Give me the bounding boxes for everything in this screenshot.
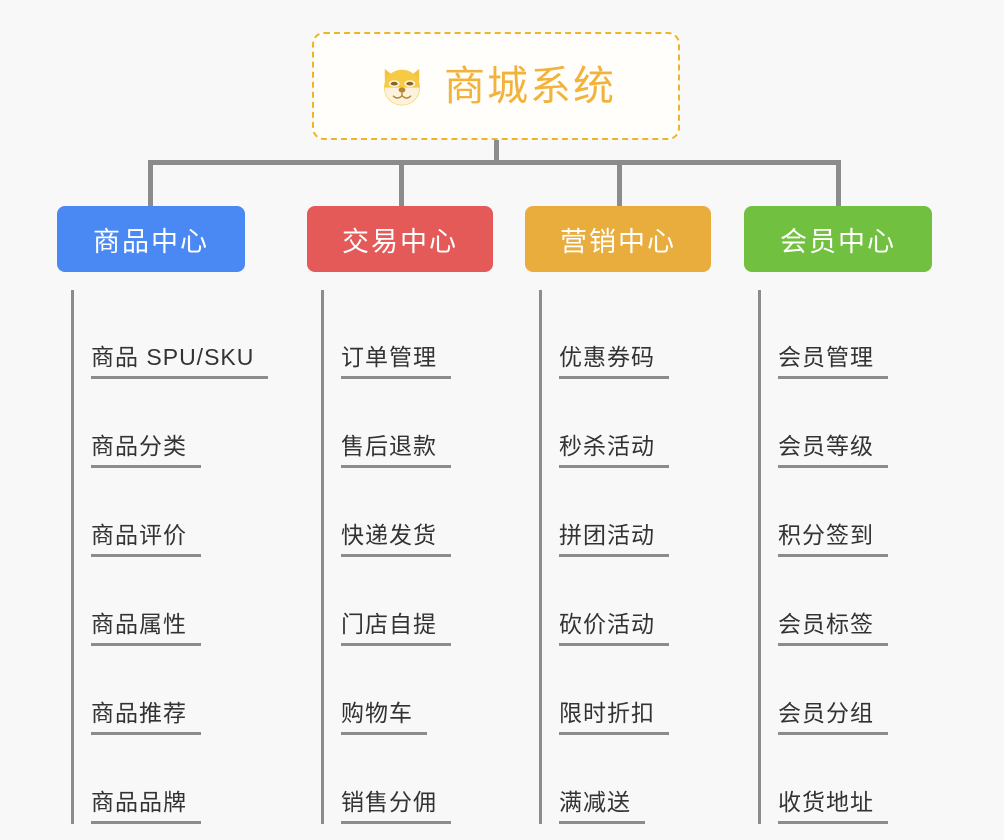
leaf-item[interactable]: 收货地址	[760, 735, 932, 824]
branch-column-member-center: 会员中心 会员管理 会员等级 积分签到 会员标签 会员分组 收货地址	[744, 206, 932, 824]
root-node-mall-system[interactable]: 商城系统	[312, 32, 680, 140]
leaf-item[interactable]: 砍价活动	[541, 557, 711, 646]
leaf-item[interactable]: 销售分佣	[323, 735, 493, 824]
branch-header-trade-center[interactable]: 交易中心	[307, 206, 493, 272]
leaf-item-label: 拼团活动	[559, 522, 669, 557]
branch-header-label: 会员中心	[780, 226, 896, 257]
trunk-line-trade-center	[321, 290, 324, 824]
leaf-item[interactable]: 积分签到	[760, 468, 932, 557]
leaf-item-label: 购物车	[341, 700, 427, 735]
leaf-item-label: 优惠券码	[559, 344, 669, 379]
branch-header-member-center[interactable]: 会员中心	[744, 206, 932, 272]
leaf-item[interactable]: 会员等级	[760, 379, 932, 468]
leaf-list-member-center: 会员管理 会员等级 积分签到 会员标签 会员分组 收货地址	[744, 290, 932, 824]
leaf-item[interactable]: 会员标签	[760, 557, 932, 646]
leaf-item[interactable]: 商品品牌	[73, 735, 245, 824]
leaf-item[interactable]: 商品评价	[73, 468, 245, 557]
branch-header-label: 交易中心	[342, 226, 458, 257]
branch-header-product-center[interactable]: 商品中心	[57, 206, 245, 272]
leaf-item-label: 会员分组	[778, 700, 888, 735]
leaf-item-label: 销售分佣	[341, 789, 451, 824]
leaf-item[interactable]: 会员管理	[760, 290, 932, 379]
leaf-item-label: 积分签到	[778, 522, 888, 557]
connector-horizontal-bus	[148, 160, 838, 165]
branch-column-trade-center: 交易中心 订单管理 售后退款 快递发货 门店自提 购物车 销售分佣	[307, 206, 493, 824]
leaf-item[interactable]: 秒杀活动	[541, 379, 711, 468]
leaf-item-label: 砍价活动	[559, 611, 669, 646]
leaf-item-label: 收货地址	[778, 789, 888, 824]
leaf-item-label: 门店自提	[341, 611, 451, 646]
leaf-item-label: 商品推荐	[91, 700, 201, 735]
branch-column-product-center: 商品中心 商品 SPU/SKU 商品分类 商品评价 商品属性 商品推荐 商品品牌	[57, 206, 269, 824]
leaf-item-label: 商品品牌	[91, 789, 201, 824]
shiba-dog-face-icon	[384, 68, 420, 106]
leaf-item[interactable]: 限时折扣	[541, 646, 711, 735]
leaf-list-trade-center: 订单管理 售后退款 快递发货 门店自提 购物车 销售分佣	[307, 290, 493, 824]
connector-drop-4	[836, 160, 841, 206]
leaf-item[interactable]: 拼团活动	[541, 468, 711, 557]
leaf-item-label: 满减送	[559, 789, 645, 824]
leaf-item-label: 快递发货	[341, 522, 451, 557]
leaf-list-product-center: 商品 SPU/SKU 商品分类 商品评价 商品属性 商品推荐 商品品牌	[57, 290, 269, 824]
leaf-item[interactable]: 门店自提	[323, 557, 493, 646]
leaf-item-label: 售后退款	[341, 433, 451, 468]
leaf-item[interactable]: 商品属性	[73, 557, 245, 646]
leaf-item-label: 商品 SPU/SKU	[91, 344, 269, 379]
leaf-item[interactable]: 满减送	[541, 735, 711, 824]
leaf-item[interactable]: 快递发货	[323, 468, 493, 557]
leaf-item[interactable]: 会员分组	[760, 646, 932, 735]
leaf-item[interactable]: 订单管理	[323, 290, 493, 379]
connector-drop-3	[617, 160, 622, 206]
branch-header-label: 营销中心	[560, 226, 676, 257]
trunk-line-product-center	[71, 290, 74, 824]
leaf-item[interactable]: 商品推荐	[73, 646, 245, 735]
connector-drop-1	[148, 160, 153, 206]
leaf-item[interactable]: 商品 SPU/SKU	[73, 290, 269, 379]
leaf-item-label: 会员管理	[778, 344, 888, 379]
leaf-item-label: 秒杀活动	[559, 433, 669, 468]
trunk-line-marketing-center	[539, 290, 542, 824]
leaf-item[interactable]: 商品分类	[73, 379, 245, 468]
leaf-item-label: 商品属性	[91, 611, 201, 646]
connector-drop-2	[399, 160, 404, 206]
leaf-item-label: 商品分类	[91, 433, 201, 468]
leaf-item-label: 会员标签	[778, 611, 888, 646]
leaf-list-marketing-center: 优惠券码 秒杀活动 拼团活动 砍价活动 限时折扣 满减送	[525, 290, 711, 824]
leaf-item-label: 商品评价	[91, 522, 201, 557]
branch-header-marketing-center[interactable]: 营销中心	[525, 206, 711, 272]
leaf-item-label: 订单管理	[341, 344, 451, 379]
branch-column-marketing-center: 营销中心 优惠券码 秒杀活动 拼团活动 砍价活动 限时折扣 满减送	[525, 206, 711, 824]
leaf-item[interactable]: 购物车	[323, 646, 493, 735]
root-node-label: 商城系统	[444, 62, 616, 109]
connector-root-stem	[494, 140, 499, 164]
branch-header-label: 商品中心	[93, 226, 209, 257]
leaf-item-label: 限时折扣	[559, 700, 669, 735]
leaf-item[interactable]: 优惠券码	[541, 290, 711, 379]
leaf-item-label: 会员等级	[778, 433, 888, 468]
trunk-line-member-center	[758, 290, 761, 824]
leaf-item[interactable]: 售后退款	[323, 379, 493, 468]
